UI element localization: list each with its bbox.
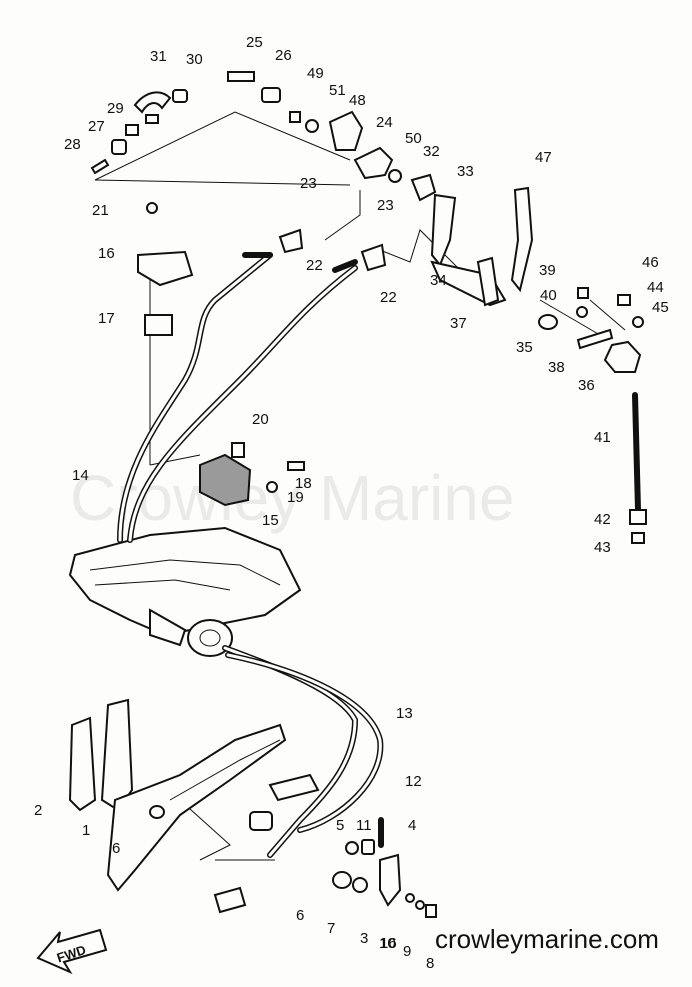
callout-22: 22 bbox=[306, 257, 323, 274]
forward-arrow: FWD bbox=[36, 928, 108, 975]
callout-38: 38 bbox=[548, 359, 565, 376]
callout-12: 12 bbox=[405, 773, 422, 790]
callout-51: 51 bbox=[329, 82, 346, 99]
upper-right-parts bbox=[430, 186, 647, 544]
callout-42: 42 bbox=[594, 511, 611, 528]
callout-1: 1 bbox=[82, 822, 90, 839]
callout-30: 30 bbox=[186, 51, 203, 68]
callout-36: 36 bbox=[578, 377, 595, 394]
callout-3: 3 bbox=[360, 930, 368, 947]
callout-18: 18 bbox=[295, 475, 312, 492]
callout-2: 2 bbox=[34, 802, 42, 819]
callout-41: 41 bbox=[594, 429, 611, 446]
cables bbox=[117, 252, 384, 858]
callout-32: 32 bbox=[423, 143, 440, 160]
callout-46: 46 bbox=[642, 254, 659, 271]
callout-17: 17 bbox=[98, 310, 115, 327]
callout-16: 16 bbox=[98, 245, 115, 262]
bracket-casting bbox=[68, 526, 302, 657]
callout-34: 34 bbox=[430, 272, 447, 289]
callout-31: 31 bbox=[150, 48, 167, 65]
callout-20: 20 bbox=[252, 411, 269, 428]
callout-27: 27 bbox=[88, 118, 105, 135]
callout-23: 23 bbox=[377, 197, 394, 214]
callout-44: 44 bbox=[647, 279, 664, 296]
callout-6: 6 bbox=[296, 907, 304, 924]
callout-35: 35 bbox=[516, 339, 533, 356]
callout-40: 40 bbox=[540, 287, 557, 304]
callout-29: 29 bbox=[107, 100, 124, 117]
callout-labels: 1234566789101112131415161617181920212222… bbox=[34, 34, 669, 972]
callout-11: 11 bbox=[356, 817, 372, 834]
callout-24: 24 bbox=[376, 114, 393, 131]
callout-50: 50 bbox=[405, 130, 422, 147]
callout-43: 43 bbox=[594, 539, 611, 556]
callout-26: 26 bbox=[275, 47, 292, 64]
callout-49: 49 bbox=[307, 65, 324, 82]
callout-28: 28 bbox=[64, 136, 81, 153]
callout-22: 22 bbox=[380, 289, 397, 306]
callout-6: 6 bbox=[112, 840, 120, 857]
callout-48: 48 bbox=[349, 92, 366, 109]
callout-19: 19 bbox=[287, 489, 304, 506]
leader-lines bbox=[94, 111, 626, 861]
callout-21: 21 bbox=[92, 202, 109, 219]
callout-13: 13 bbox=[396, 705, 413, 722]
callout-25: 25 bbox=[246, 34, 263, 51]
callout-8: 8 bbox=[426, 955, 434, 972]
upper-left-parts bbox=[90, 71, 437, 202]
callout-33: 33 bbox=[457, 163, 474, 180]
callout-14: 14 bbox=[72, 467, 89, 484]
callout-45: 45 bbox=[652, 299, 669, 316]
callout-37: 37 bbox=[450, 315, 467, 332]
callout-4: 4 bbox=[408, 817, 416, 834]
callout-7: 7 bbox=[327, 920, 335, 937]
mid-parts bbox=[137, 202, 387, 507]
callout-47: 47 bbox=[535, 149, 552, 166]
website-url: crowleymarine.com bbox=[435, 924, 659, 954]
lower-parts bbox=[68, 698, 437, 918]
callout-10: 10 bbox=[379, 935, 396, 952]
callout-16: 16 bbox=[380, 935, 397, 952]
callout-39: 39 bbox=[539, 262, 556, 279]
callout-9: 9 bbox=[403, 943, 411, 960]
callout-15: 15 bbox=[262, 512, 279, 529]
callout-23: 23 bbox=[300, 175, 317, 192]
callout-5: 5 bbox=[336, 817, 344, 834]
